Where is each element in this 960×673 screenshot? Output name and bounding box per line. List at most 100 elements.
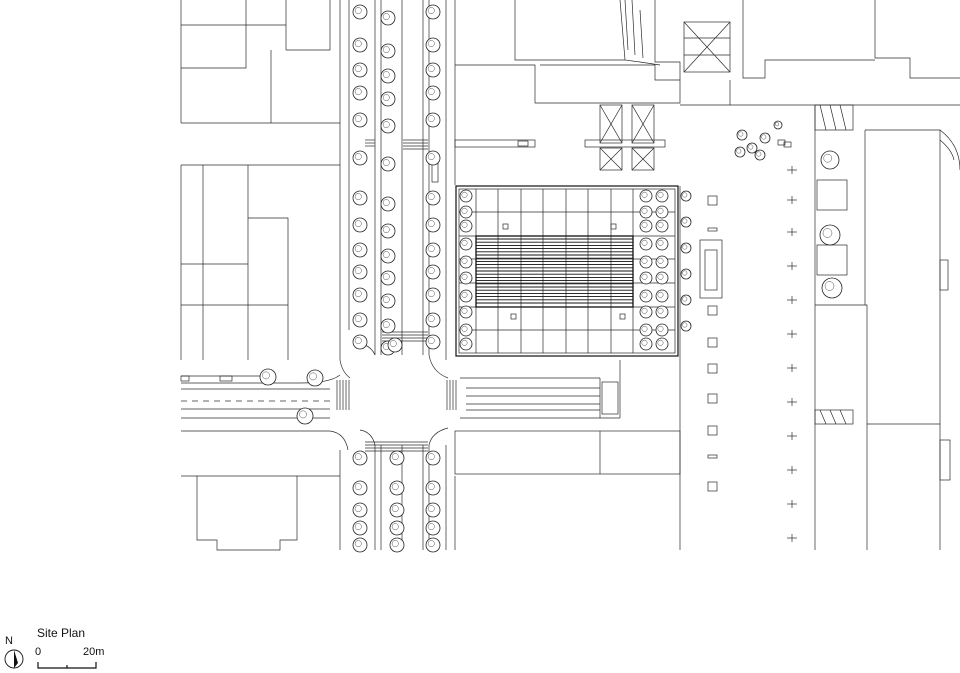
tree-icon [734, 146, 746, 158]
tree-icon [352, 150, 368, 166]
tree-icon [773, 120, 783, 130]
tree-icon [639, 337, 653, 351]
tree-icon [425, 85, 441, 101]
north-arrow-icon [4, 649, 24, 669]
tree-icon [459, 337, 473, 351]
tree-icon [459, 305, 473, 319]
tree-icon [352, 334, 368, 350]
tree-icon [459, 189, 473, 203]
tree-icon [352, 242, 368, 258]
tree-icon [352, 37, 368, 53]
tree-icon [352, 450, 368, 466]
north-skylight-bridges [599, 21, 731, 171]
tree-icon [380, 248, 396, 264]
tree-icon [425, 190, 441, 206]
tree-icon [389, 480, 405, 496]
tree-icon [655, 289, 669, 303]
left-east-west-street [180, 374, 350, 451]
tree-icon [389, 520, 405, 536]
tree-icon [352, 502, 368, 518]
scale-bar-icon [37, 662, 97, 669]
tree-icon [425, 334, 441, 350]
tree-icon [459, 289, 473, 303]
tree-icon [459, 271, 473, 285]
central-canopy-plaza [455, 185, 679, 357]
north-buildings [431, 0, 960, 183]
tree-icon [459, 237, 473, 251]
tree-icon [759, 132, 771, 144]
tree-icon [352, 537, 368, 553]
tree-icon [680, 268, 692, 280]
tree-icon [425, 150, 441, 166]
tree-icon [425, 520, 441, 536]
tree-icon [680, 320, 692, 332]
tree-icon [655, 237, 669, 251]
tree-icon [380, 156, 396, 172]
tree-icon [639, 219, 653, 233]
tree-icon [425, 480, 441, 496]
tree-icon [746, 142, 758, 154]
tree-icon [425, 450, 441, 466]
crosswalk-middle [382, 331, 428, 342]
tree-icon [639, 189, 653, 203]
tree-icon [639, 237, 653, 251]
tree-icon [352, 190, 368, 206]
tree-icon [380, 43, 396, 59]
north-label: N [5, 635, 13, 647]
tree-icon [425, 4, 441, 20]
tree-icon [425, 62, 441, 78]
tree-icon [352, 85, 368, 101]
tree-icon [425, 242, 441, 258]
tree-icon [655, 205, 669, 219]
tree-icon [425, 37, 441, 53]
tree-icon [425, 312, 441, 328]
tree-icon [459, 323, 473, 337]
tree-icon [352, 480, 368, 496]
tree-icon [639, 271, 653, 285]
scale-max-label: 20m [83, 646, 105, 658]
tree-icon [680, 190, 692, 202]
tree-icon [655, 323, 669, 337]
tree-icon [459, 255, 473, 269]
tree-icon [380, 223, 396, 239]
crosswalk-north [365, 139, 428, 150]
tree-icon [459, 219, 473, 233]
tree-icon [352, 4, 368, 20]
tree-icon [380, 196, 396, 212]
tree-icon [259, 368, 277, 386]
tree-icon [425, 217, 441, 233]
scale-zero-label: 0 [35, 646, 42, 658]
tree-icon [389, 450, 405, 466]
tree-icon [459, 205, 473, 219]
tree-icon [352, 264, 368, 280]
tree-icon [425, 502, 441, 518]
tree-icon [380, 91, 396, 107]
tree-icon [821, 277, 843, 299]
tree-icon [680, 242, 692, 254]
tree-icon [655, 255, 669, 269]
crosswalk-west [336, 380, 350, 410]
left-building-blocks [180, 0, 340, 551]
tree-icon [639, 323, 653, 337]
south-street [460, 360, 621, 419]
tree-icon [736, 129, 748, 141]
tree-icon [425, 112, 441, 128]
crosswalk-east [446, 380, 457, 410]
tree-icon [819, 224, 841, 246]
tree-icon [352, 62, 368, 78]
site-plan-title: Site Plan [37, 626, 86, 640]
tree-icon [306, 369, 324, 387]
tree-icon [389, 537, 405, 553]
tree-icon [352, 217, 368, 233]
tree-icon [352, 287, 368, 303]
street-trees [259, 4, 843, 553]
tree-icon [425, 537, 441, 553]
tree-icon [425, 264, 441, 280]
tree-icon [380, 10, 396, 26]
tree-icon [639, 289, 653, 303]
tree-icon [380, 118, 396, 134]
tree-icon [380, 68, 396, 84]
tree-icon [754, 149, 766, 161]
tree-icon [655, 219, 669, 233]
